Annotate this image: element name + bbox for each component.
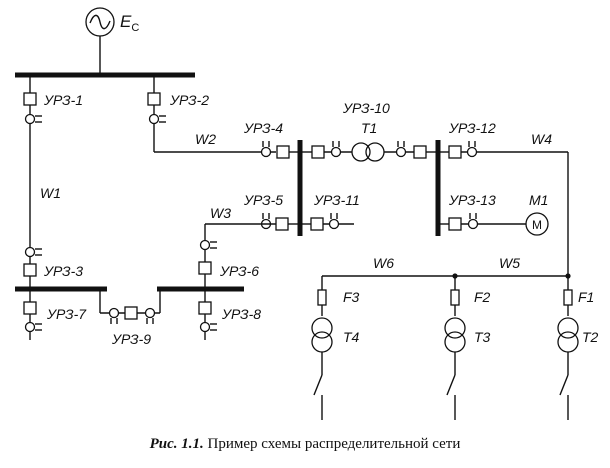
label-t1: T1 [361,120,377,136]
current-transformer-10a [330,146,342,158]
current-transformer-12 [466,146,478,158]
motor-m1 [525,212,549,236]
label-w2: W2 [195,131,216,147]
label-t2: T2 [582,329,599,345]
label-urz-7: УРЗ-7 [46,306,87,322]
circuit-breaker-2 [147,92,161,106]
label-urz-13: УРЗ-13 [448,192,496,208]
source-label: EC [120,12,139,34]
label-urz-11: УРЗ-11 [313,192,360,208]
circuit-breaker-6 [198,261,212,275]
circuit-breaker-8 [198,301,212,315]
branch-urz-8 [198,289,217,340]
fuse-f1 [563,289,573,306]
label-w6: W6 [373,255,394,271]
branch-motor-m1 [438,212,549,236]
circuit-breaker-12 [448,145,462,159]
label-urz-12: УРЗ-12 [448,120,496,136]
circuit-breaker-13 [448,217,462,231]
feeder-t3 [444,276,466,420]
branch-w2 [147,75,300,159]
branch-w3 [198,213,300,288]
transformer-t1-winding-1 [351,142,371,162]
current-transformer-4 [260,146,272,158]
bus-coupler-urz-9 [99,289,161,324]
label-urz-9: УРЗ-9 [111,331,151,347]
label-urz-5: УРЗ-5 [243,192,283,208]
circuit-breaker-11 [310,217,324,231]
circuit-breaker-7 [23,301,37,315]
circuit-breaker-3 [23,263,37,277]
current-transformer-10b [395,146,407,158]
label-w5: W5 [499,255,520,271]
circuit-breaker-10b [413,145,427,159]
label-t3: T3 [474,329,491,345]
feeder-t4 [311,276,333,420]
branch-w4 [438,141,569,276]
branch-w1 [23,75,42,288]
label-w4: W4 [531,131,552,147]
sine-wave-icon [89,14,111,30]
label-w3: W3 [210,205,231,221]
current-transformer-13 [467,218,479,230]
label-f2: F2 [474,289,491,305]
switch-blade [313,374,323,396]
circuit-breaker-4 [276,145,290,159]
label-f3: F3 [343,289,360,305]
figure-caption: Рис. 1.1. Пример схемы распределительной… [0,436,610,453]
label-w1: W1 [40,185,61,201]
label-urz-4: УРЗ-4 [243,120,283,136]
label-urz-1: УРЗ-1 [43,92,83,108]
feeder-t2 [557,276,579,420]
current-transformer-9a [108,307,120,319]
label-urz-10: УРЗ-10 [342,100,390,116]
current-transformer-2 [148,113,160,125]
current-transformer-6 [199,239,211,251]
fuse-f3 [317,289,327,306]
label-urz-8: УРЗ-8 [221,306,261,322]
circuit-breaker-9 [124,306,138,320]
current-transformer-3 [24,246,36,258]
switch-blade [559,374,569,396]
current-transformer-9b [144,307,156,319]
label-m1: M1 [529,192,548,208]
fuse-f2 [450,289,460,306]
label-t4: T4 [343,329,360,345]
circuit-breaker-1 [23,92,37,106]
motor-symbol: M [532,218,542,232]
switch-blade [446,374,456,396]
circuit-breaker-5 [275,217,289,231]
figure-caption-text: Пример схемы распределительной сети [207,436,461,452]
current-transformer-11 [328,218,340,230]
current-transformer-7 [24,321,36,333]
label-urz-2: УРЗ-2 [169,92,209,108]
label-urz-6: УРЗ-6 [219,263,259,279]
generator-source [85,7,115,74]
current-transformer-8 [199,321,211,333]
current-transformer-1 [24,113,36,125]
circuit-breaker-10a [311,145,325,159]
branch-urz-7 [23,289,42,340]
figure-number: Рис. 1.1. [149,436,204,452]
label-urz-3: УРЗ-3 [43,263,83,279]
branch-urz-11 [300,213,354,231]
transformer-t1-line [300,141,438,162]
label-f1: F1 [578,289,594,305]
